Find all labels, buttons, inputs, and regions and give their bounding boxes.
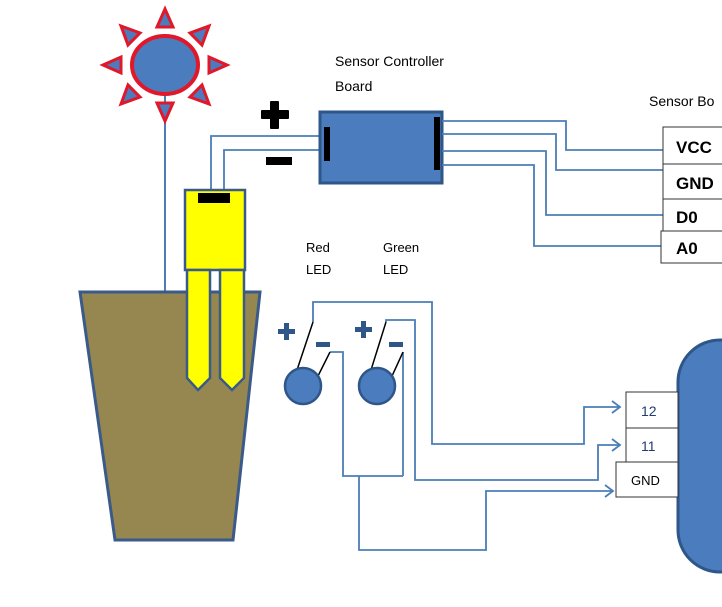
green-led-anode-lead — [370, 321, 387, 371]
sensor-pin-a0-box — [660, 230, 722, 264]
red-led-plus-icon — [278, 323, 295, 340]
wire-arrows — [604, 400, 622, 498]
sun-ray — [154, 101, 176, 125]
controller-left-header — [324, 127, 330, 161]
probe-head — [183, 188, 247, 272]
soil-probe — [183, 188, 247, 392]
sensor-pin-vcc: VCC — [676, 138, 712, 157]
red-led — [283, 321, 331, 406]
green-led-cathode-lead — [391, 351, 404, 377]
red-led-label-line2: LED — [306, 262, 331, 277]
controller-right-header — [434, 117, 440, 170]
controller-sensor-wires — [442, 120, 663, 247]
sun-icon — [99, 5, 231, 292]
sun-ray — [118, 82, 143, 107]
arduino-pin-12: 12 — [641, 403, 657, 419]
probe-prong-left — [185, 268, 212, 392]
green-led-label-line2: LED — [383, 262, 408, 277]
red-led-body — [283, 366, 323, 406]
minus-icon — [266, 157, 292, 165]
arduino-board — [676, 338, 722, 574]
sun-ray — [154, 5, 176, 29]
sun-ray — [207, 54, 231, 76]
arduino-pin-11: 11 — [641, 438, 656, 454]
green-led — [357, 321, 404, 406]
sensor-pin-gnd-box — [662, 163, 722, 200]
sun-body — [130, 34, 200, 96]
green-led-label-line1: Green — [383, 240, 419, 255]
sensor-board-label: Sensor Bo — [649, 93, 715, 109]
controller-board — [318, 110, 444, 185]
sun-ray — [187, 82, 212, 107]
green-led-body — [357, 366, 397, 406]
probe-wires — [210, 135, 322, 190]
green-led-minus-icon — [389, 342, 403, 347]
arduino-pin-gnd: GND — [631, 473, 660, 488]
sun-ray — [187, 23, 212, 48]
plus-icon — [261, 101, 289, 129]
arduino-pins: 12 11 GND — [615, 391, 679, 498]
red-led-label-line1: Red — [306, 240, 330, 255]
controller-label-line2: Board — [335, 78, 372, 94]
arduino-pin-gnd-box — [615, 461, 679, 498]
sensor-pin-a0: A0 — [676, 239, 698, 258]
arduino-pin-12-box — [625, 391, 679, 429]
sensor-pin-gnd: GND — [676, 174, 714, 193]
probe-prong-right — [218, 268, 246, 392]
red-led-minus-icon — [316, 342, 330, 347]
sun-ray — [99, 54, 123, 76]
red-led-cathode-lead — [317, 351, 331, 377]
sensor-pin-d0: D0 — [676, 208, 698, 227]
controller-label-line1: Sensor Controller — [335, 53, 444, 69]
sensor-board-pins: VCC GND D0 A0 — [660, 126, 722, 264]
sun-ray — [118, 23, 143, 48]
green-led-plus-icon — [355, 321, 372, 338]
red-led-anode-lead — [296, 321, 314, 371]
led-wires — [312, 301, 620, 551]
probe-connector — [198, 193, 230, 203]
